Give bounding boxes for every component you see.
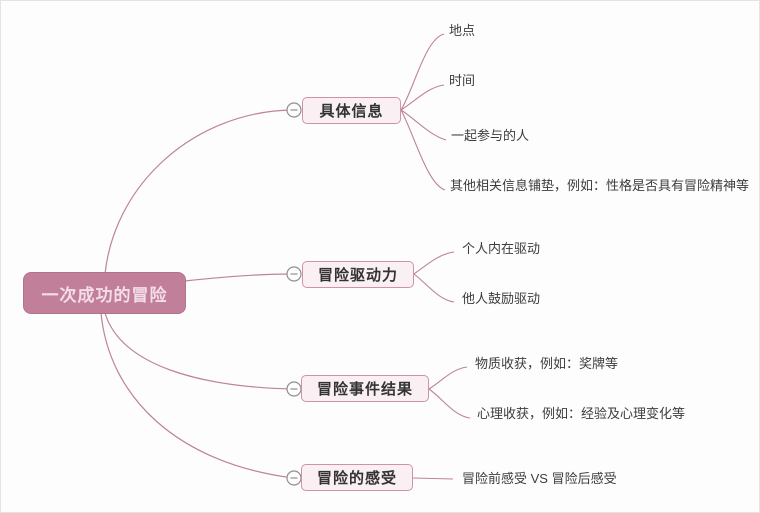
branch-label: 冒险事件结果	[316, 381, 413, 398]
leaf-node-before-vs-after[interactable]: 冒险前感受 VS 冒险后感受	[462, 471, 617, 486]
edge-branch-1-leaf-4	[400, 109, 446, 191]
edge-branch-1-leaf-2	[400, 84, 445, 111]
leaf-node-material-gain[interactable]: 物质收获，例如：奖牌等	[475, 356, 619, 371]
branch-label: 具体信息	[319, 103, 384, 120]
edge-branch-2-leaf-2	[413, 273, 455, 303]
collapse-icon-branch-3[interactable]	[286, 381, 302, 397]
branch-node-feelings[interactable]: 冒险的感受	[301, 464, 413, 491]
edge-root-to-branch-1	[103, 109, 294, 294]
branch-label: 冒险驱动力	[317, 267, 398, 284]
edge-root-to-branch-3	[104, 312, 294, 390]
edge-branch-4-leaf-1	[412, 477, 454, 480]
leaf-node-location[interactable]: 地点	[449, 23, 476, 38]
leaf-node-encouragement-drive[interactable]: 他人鼓励驱动	[462, 291, 541, 306]
collapse-icon-branch-2[interactable]	[286, 266, 302, 282]
branch-node-adventure-drive[interactable]: 冒险驱动力	[302, 261, 414, 288]
branch-node-specific-info[interactable]: 具体信息	[302, 97, 401, 124]
edge-root-to-branch-2	[184, 273, 294, 282]
leaf-node-internal-drive[interactable]: 个人内在驱动	[462, 241, 541, 256]
edge-branch-1-leaf-1	[400, 33, 445, 111]
collapse-icon-branch-4[interactable]	[286, 470, 302, 486]
central-topic-node[interactable]: 一次成功的冒险	[23, 272, 186, 314]
central-topic-label: 一次成功的冒险	[41, 285, 168, 305]
branch-label: 冒险的感受	[316, 470, 397, 487]
edge-branch-3-leaf-2	[428, 388, 471, 419]
edge-branch-2-leaf-1	[413, 251, 455, 275]
leaf-node-psychological-gain[interactable]: 心理收获，例如：经验及心理变化等	[477, 406, 686, 421]
edge-branch-3-leaf-1	[428, 366, 468, 390]
branch-node-event-results[interactable]: 冒险事件结果	[301, 375, 429, 402]
leaf-node-participants[interactable]: 一起参与的人	[451, 128, 530, 143]
leaf-node-other-info[interactable]: 其他相关信息铺垫，例如：性格是否具有冒险精神等	[450, 178, 750, 193]
edge-branch-1-leaf-3	[400, 109, 447, 141]
collapse-icon-branch-1[interactable]	[286, 102, 302, 118]
leaf-node-time[interactable]: 时间	[449, 73, 476, 88]
edge-root-to-branch-4	[100, 312, 294, 479]
